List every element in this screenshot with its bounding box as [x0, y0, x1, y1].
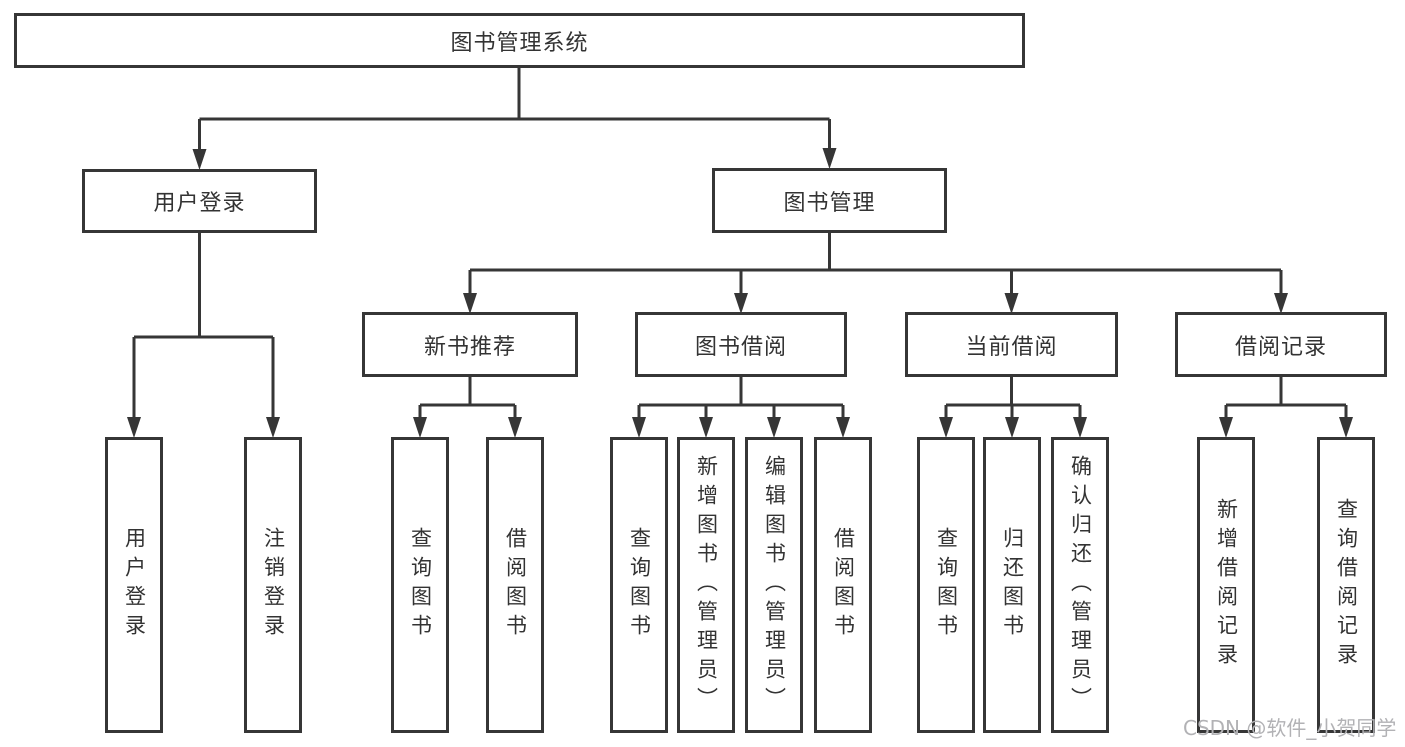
- leaf-return-books: 归还图书: [983, 437, 1041, 733]
- node-current-borrow-label: 当前借阅: [965, 334, 1058, 360]
- leaf-edit-books-admin: 编辑图书（管理员）: [745, 437, 803, 733]
- root-node-label: 图书管理系统: [450, 30, 589, 56]
- leaf-add-books-admin: 新增图书（管理员）: [677, 437, 735, 733]
- node-user-login: 用户登录: [82, 169, 317, 233]
- node-book-management: 图书管理: [712, 168, 947, 233]
- leaf-query-books-1-label: 查询图书: [408, 527, 433, 643]
- leaf-add-books-admin-label: 新增图书（管理员）: [694, 454, 719, 716]
- leaf-edit-books-admin-label: 编辑图书（管理员）: [762, 454, 787, 716]
- leaf-confirm-return-admin-label: 确认归还（管理员）: [1068, 454, 1093, 716]
- leaf-query-borrow-record-label: 查询借阅记录: [1334, 498, 1359, 672]
- leaf-user-login: 用户登录: [105, 437, 163, 733]
- leaf-add-borrow-record: 新增借阅记录: [1197, 437, 1255, 733]
- leaf-user-login-label: 用户登录: [122, 527, 147, 643]
- node-user-login-label: 用户登录: [153, 191, 246, 216]
- leaf-query-books-3-label: 查询图书: [934, 527, 959, 643]
- leaf-query-books-3: 查询图书: [917, 437, 975, 733]
- node-book-borrow-label: 图书借阅: [694, 334, 787, 360]
- csdn-watermark: CSDN @软件_小贺同学: [1183, 716, 1397, 740]
- node-new-book-recommend-label: 新书推荐: [423, 334, 516, 360]
- leaf-return-books-label: 归还图书: [1000, 527, 1025, 643]
- leaf-borrow-books-1: 借阅图书: [486, 437, 544, 733]
- leaf-add-borrow-record-label: 新增借阅记录: [1214, 498, 1239, 672]
- leaf-borrow-books-2: 借阅图书: [814, 437, 872, 733]
- leaf-query-books-2: 查询图书: [610, 437, 668, 733]
- node-borrow-records: 借阅记录: [1175, 312, 1387, 377]
- node-book-borrow: 图书借阅: [635, 312, 847, 377]
- leaf-logout-label: 注销登录: [261, 527, 286, 643]
- node-current-borrow: 当前借阅: [905, 312, 1118, 377]
- leaf-query-borrow-record: 查询借阅记录: [1317, 437, 1375, 733]
- node-book-management-label: 图书管理: [783, 190, 876, 216]
- leaf-query-books-1: 查询图书: [391, 437, 449, 733]
- leaf-query-books-2-label: 查询图书: [627, 527, 652, 643]
- leaf-borrow-books-1-label: 借阅图书: [503, 527, 528, 643]
- leaf-confirm-return-admin: 确认归还（管理员）: [1051, 437, 1109, 733]
- node-new-book-recommend: 新书推荐: [362, 312, 578, 377]
- node-borrow-records-label: 借阅记录: [1234, 334, 1327, 360]
- root-node: 图书管理系统: [14, 13, 1025, 68]
- leaf-borrow-books-2-label: 借阅图书: [831, 527, 856, 643]
- leaf-logout: 注销登录: [244, 437, 302, 733]
